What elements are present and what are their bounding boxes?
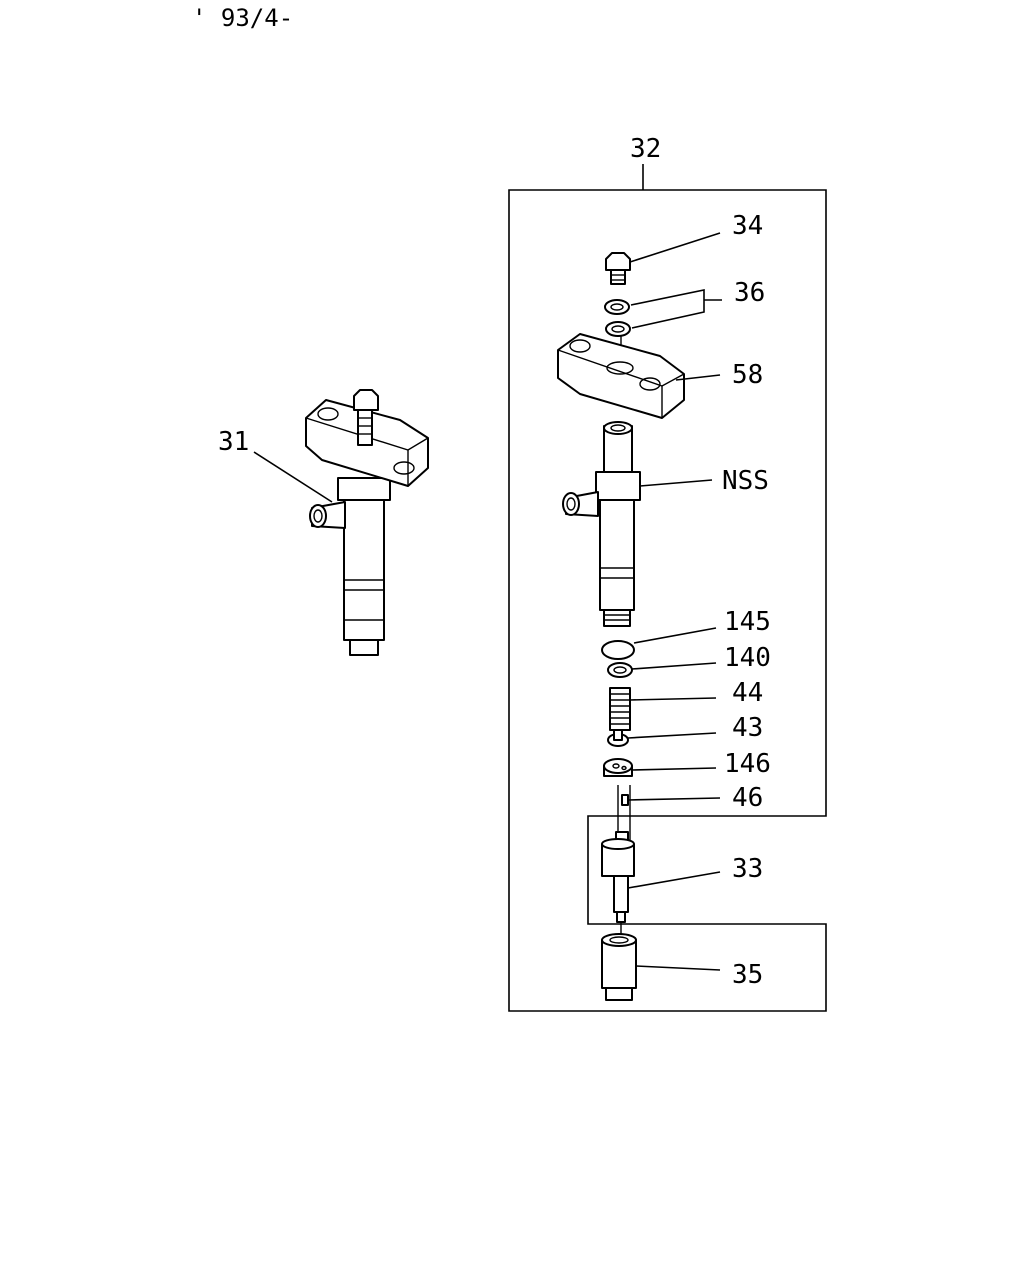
- leader-nss: [639, 479, 713, 487]
- date-code: ' 93/4-: [192, 4, 293, 32]
- leader-145: [633, 627, 717, 644]
- injector-body-part: [562, 421, 641, 627]
- callout-43: 43: [732, 713, 763, 743]
- callout-145: 145: [724, 607, 771, 637]
- callout-140: 140: [724, 643, 771, 673]
- distance-piece-part: [603, 758, 633, 777]
- callout-58: 58: [732, 360, 763, 390]
- shim-part: [601, 640, 635, 660]
- callout-46: 46: [732, 783, 763, 813]
- leader-58: [675, 374, 721, 381]
- callout-34: 34: [732, 211, 763, 241]
- leader-46: [627, 797, 721, 801]
- leader-33: [627, 871, 721, 889]
- washer-part-lower: [605, 321, 631, 337]
- assembly-frame: [508, 189, 827, 1012]
- pin-part: [621, 794, 629, 806]
- bolt-part: [605, 252, 631, 285]
- leader-146: [631, 767, 717, 771]
- callout-35: 35: [732, 960, 763, 990]
- leader-31: [253, 451, 333, 503]
- callout-33: 33: [732, 854, 763, 884]
- clamp-plate-part: [557, 333, 685, 419]
- leader-36: [630, 289, 705, 329]
- callout-44: 44: [732, 678, 763, 708]
- assembled-injector: [305, 389, 429, 656]
- spring-seat-part: [607, 662, 633, 678]
- washer-part-upper: [604, 299, 630, 315]
- callout-32: 32: [630, 134, 661, 164]
- leader-140: [631, 662, 717, 670]
- spring-part: [609, 687, 631, 731]
- callout-146: 146: [724, 749, 771, 779]
- retaining-nut-part: [601, 933, 637, 1001]
- callout-36: 36: [734, 278, 765, 308]
- leader-34: [629, 232, 721, 263]
- nozzle-part: [601, 831, 635, 923]
- callout-31: 31: [218, 427, 249, 457]
- leader-44: [629, 697, 717, 701]
- leader-35: [635, 965, 721, 971]
- callout-nss: NSS: [722, 466, 769, 496]
- leader-43: [627, 732, 717, 739]
